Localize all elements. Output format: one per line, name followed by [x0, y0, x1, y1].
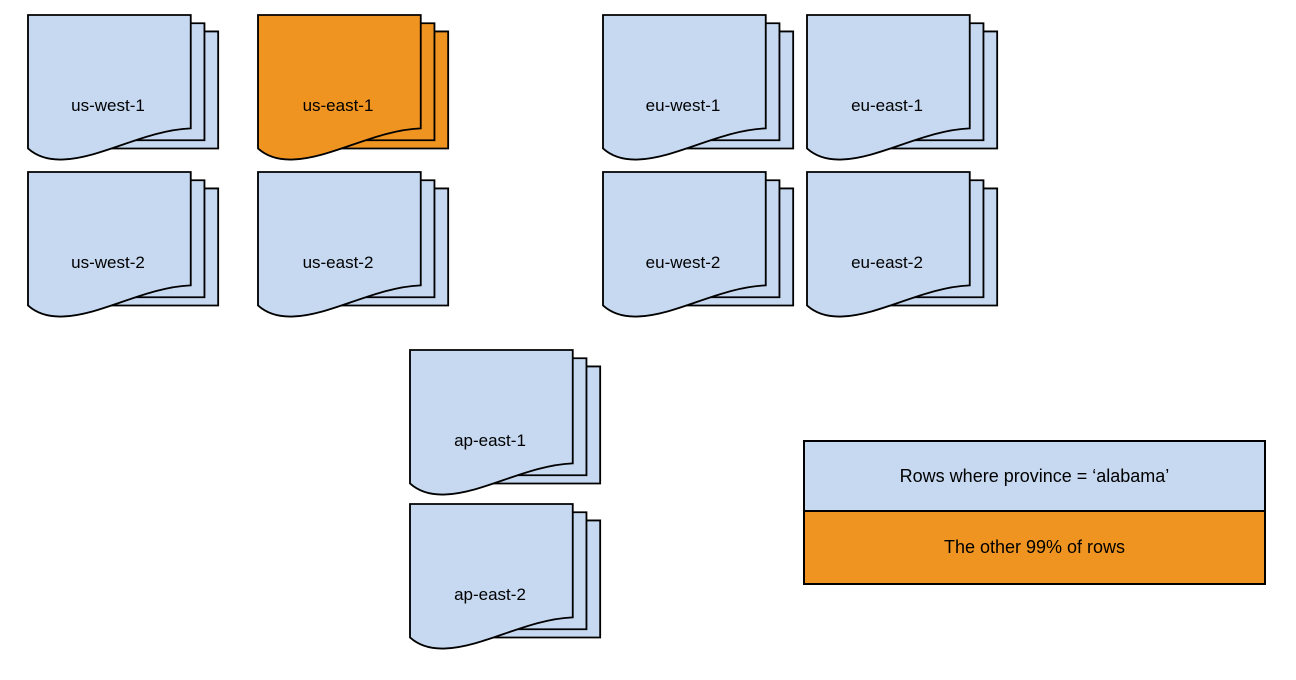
sheet-front	[602, 14, 767, 161]
document-stack-shape	[602, 171, 795, 318]
sheet-front	[806, 14, 971, 161]
document-stack-shape	[806, 14, 999, 161]
document-stack-us-west-2[interactable]: us-west-2	[19, 171, 229, 332]
document-stack-us-west-1[interactable]: us-west-1	[19, 14, 229, 175]
document-stack-us-east-2[interactable]: us-east-2	[249, 171, 459, 332]
document-stack-ap-east-1[interactable]: ap-east-1	[401, 349, 611, 510]
sheet-front	[602, 171, 767, 318]
document-stack-shape	[257, 14, 450, 161]
legend-row-other-rows: The other 99% of rows	[803, 511, 1266, 585]
document-stack-shape	[409, 349, 602, 496]
document-stack-shape	[806, 171, 999, 318]
legend-row-alabama: Rows where province = ‘alabama’	[803, 440, 1266, 511]
document-stack-shape	[27, 171, 220, 318]
document-stack-shape	[409, 503, 602, 650]
legend-label-alabama: Rows where province = ‘alabama’	[899, 465, 1170, 486]
sheet-front	[257, 171, 422, 318]
sheet-front	[27, 171, 192, 318]
document-stack-shape	[602, 14, 795, 161]
sheet-front	[806, 171, 971, 318]
document-stack-eu-east-1[interactable]: eu-east-1	[798, 14, 1008, 175]
document-stack-eu-west-1[interactable]: eu-west-1	[594, 14, 804, 175]
sheet-front	[409, 503, 574, 650]
document-stack-shape	[257, 171, 450, 318]
document-stack-eu-west-2[interactable]: eu-west-2	[594, 171, 804, 332]
document-stack-eu-east-2[interactable]: eu-east-2	[798, 171, 1008, 332]
document-stack-shape	[27, 14, 220, 161]
sheet-front	[409, 349, 574, 496]
document-stack-us-east-1[interactable]: us-east-1	[249, 14, 459, 175]
sheet-front	[27, 14, 192, 161]
sheet-front	[257, 14, 422, 161]
document-stack-ap-east-2[interactable]: ap-east-2	[401, 503, 611, 664]
legend-label-other-rows: The other 99% of rows	[943, 537, 1126, 557]
legend: Rows where province = ‘alabama’ The othe…	[803, 440, 1266, 585]
